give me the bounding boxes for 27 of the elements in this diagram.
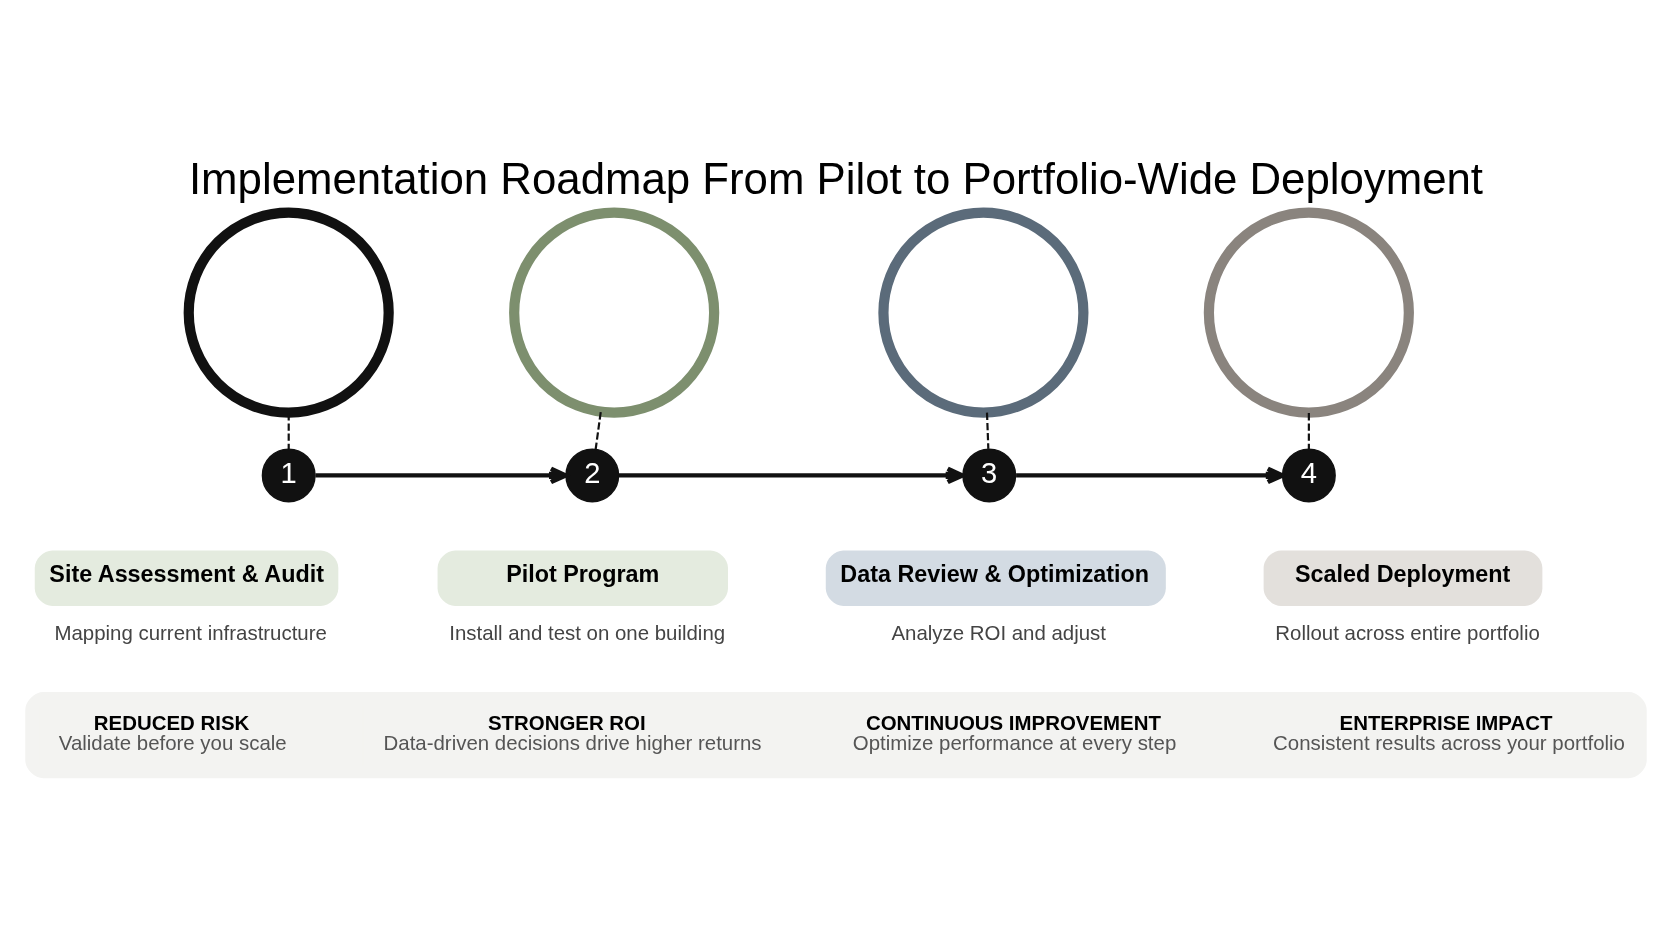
node-box: Pilot Program (437, 550, 728, 606)
arrow (618, 466, 965, 484)
node-label: Mapping current infrastructure (54, 621, 327, 644)
arrow (1016, 466, 1285, 484)
node-label: Install and test on one building (449, 621, 726, 644)
node-text: ENTERPRISE IMPACT Consistent results across your portfolio (1273, 711, 1625, 754)
node-circle: 4 (1281, 447, 1336, 502)
diagram-title: Implementation Roadmap From Pilot to Portfolio-Wide Deployment (188, 153, 1484, 203)
connector (985, 412, 990, 449)
node-circle: 3 (962, 447, 1017, 502)
node-circle (183, 207, 394, 418)
node-text: CONTINUOUS IMPROVEMENT Optimize performance at every step (852, 711, 1177, 754)
connector (594, 411, 602, 449)
node-circle: 2 (565, 447, 620, 502)
node-box: Site Assessment & Audit (34, 550, 339, 606)
node-circle (878, 207, 1089, 418)
connector (1307, 412, 1310, 449)
node-circle: 1 (261, 447, 316, 502)
node-circle (1203, 207, 1414, 418)
node-circle (509, 207, 720, 418)
node-label: Rollout across entire portfolio (1275, 621, 1540, 644)
node-label: Analyze ROI and adjust (891, 621, 1107, 644)
node-text: REDUCED RISK Validate before you scale (58, 711, 287, 754)
node-text: STRONGER ROI Data-driven decisions drive higher returns (383, 711, 762, 754)
node-box: Scaled Deployment (1263, 550, 1543, 606)
arrow (315, 466, 568, 484)
node-box: Data Review & Optimization (825, 550, 1166, 606)
